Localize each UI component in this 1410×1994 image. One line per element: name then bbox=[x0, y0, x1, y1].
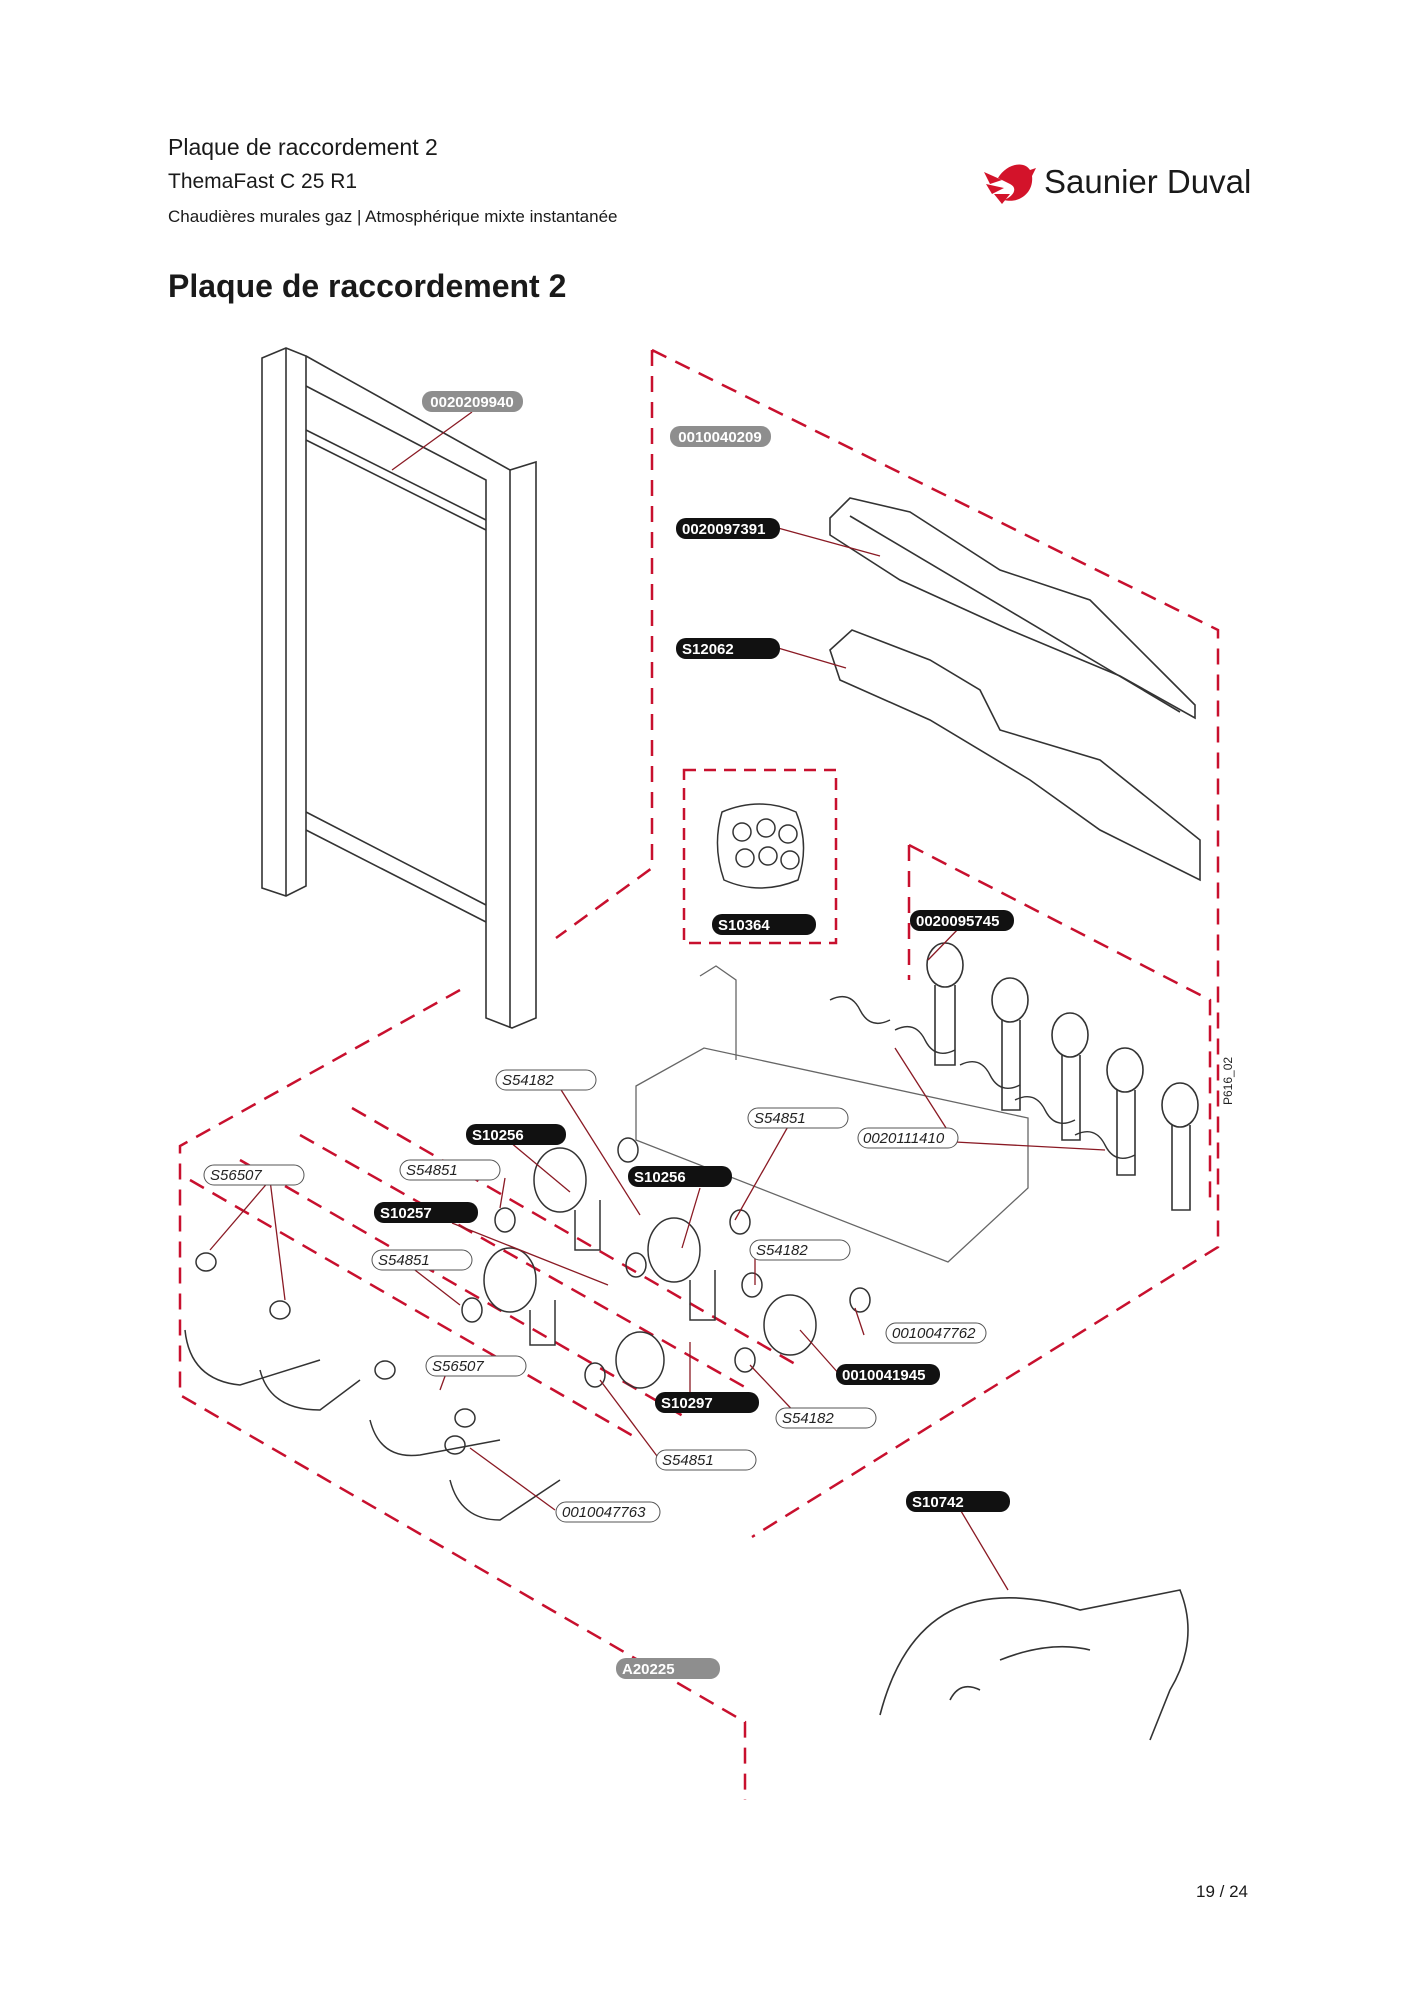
label-0010041945: 0010041945 bbox=[836, 1364, 940, 1385]
svg-text:S54182: S54182 bbox=[502, 1072, 554, 1089]
svg-text:0020097391: 0020097391 bbox=[682, 521, 765, 538]
label-s10256-right: S10256 bbox=[628, 1166, 732, 1187]
svg-text:S10257: S10257 bbox=[380, 1205, 432, 1222]
svg-text:S56507: S56507 bbox=[210, 1167, 262, 1184]
svg-text:0020095745: 0020095745 bbox=[916, 913, 999, 930]
brackets-drawing bbox=[829, 497, 1201, 882]
label-s10364: S10364 bbox=[712, 914, 816, 935]
svg-text:0010047763: 0010047763 bbox=[562, 1504, 646, 1521]
label-s54851-lower: S54851 bbox=[655, 1449, 757, 1471]
svg-text:S10256: S10256 bbox=[634, 1169, 686, 1186]
frame-drawing bbox=[261, 347, 537, 1029]
outline-s10364-box bbox=[682, 768, 838, 945]
label-0010047763: 0010047763 bbox=[555, 1501, 661, 1523]
svg-text:A20225: A20225 bbox=[622, 1661, 675, 1678]
svg-text:0010041945: 0010041945 bbox=[842, 1367, 925, 1384]
bird-logo-icon bbox=[984, 164, 1036, 204]
label-s12062: S12062 bbox=[676, 638, 780, 659]
label-s10742: S10742 bbox=[906, 1491, 1010, 1512]
label-s56507-left: S56507 bbox=[203, 1164, 305, 1186]
label-0020111410: 0020111410 bbox=[857, 1127, 959, 1149]
outline-main bbox=[178, 348, 1220, 1800]
label-a20225: A20225 bbox=[616, 1658, 720, 1679]
label-s10256-left: S10256 bbox=[466, 1124, 566, 1145]
tray-drawing bbox=[635, 965, 1029, 1263]
label-s54851-mid: S54851 bbox=[399, 1159, 501, 1181]
elbows-drawing bbox=[926, 942, 1199, 1211]
svg-text:0010040209: 0010040209 bbox=[678, 429, 761, 446]
label-s54182-mid: S54182 bbox=[749, 1239, 851, 1261]
label-s56507-lower: S56507 bbox=[425, 1355, 527, 1377]
header-line-3: Chaudières murales gaz | Atmosphérique m… bbox=[168, 207, 618, 226]
svg-text:S54182: S54182 bbox=[782, 1410, 834, 1427]
svg-text:S54851: S54851 bbox=[754, 1110, 806, 1127]
svg-text:S10256: S10256 bbox=[472, 1127, 524, 1144]
header-line-1: Plaque de raccordement 2 bbox=[168, 134, 438, 160]
valves-drawing bbox=[184, 1137, 871, 1521]
svg-text:S54182: S54182 bbox=[756, 1242, 808, 1259]
svg-text:0010047762: 0010047762 bbox=[892, 1325, 976, 1342]
svg-text:0020209940: 0020209940 bbox=[430, 394, 513, 411]
part-labels: 0020209940 0010040209 0020097391 S12062 … bbox=[203, 391, 1014, 1679]
svg-text:0020111410: 0020111410 bbox=[863, 1130, 945, 1147]
label-0020097391: 0020097391 bbox=[676, 518, 780, 539]
label-0010047762: 0010047762 bbox=[885, 1322, 987, 1344]
svg-text:S54851: S54851 bbox=[406, 1162, 458, 1179]
svg-text:S10297: S10297 bbox=[661, 1395, 713, 1412]
svg-text:S10742: S10742 bbox=[912, 1494, 964, 1511]
hose-drawing bbox=[879, 1589, 1189, 1741]
diagram-reference: P616_02 bbox=[1221, 1057, 1235, 1105]
label-s10297: S10297 bbox=[655, 1392, 759, 1413]
outline-subbox bbox=[907, 843, 1212, 1200]
gasket-plate-drawing bbox=[716, 803, 805, 889]
leader-lines bbox=[209, 411, 1106, 1591]
label-s54182-lower: S54182 bbox=[775, 1407, 877, 1429]
label-0020095745: 0020095745 bbox=[910, 910, 1014, 931]
svg-text:S56507: S56507 bbox=[432, 1358, 484, 1375]
label-0020209940: 0020209940 bbox=[422, 391, 523, 412]
svg-text:S54851: S54851 bbox=[662, 1452, 714, 1469]
clips-drawing bbox=[829, 996, 1136, 1159]
svg-text:S10364: S10364 bbox=[718, 917, 770, 934]
page-number: 19 / 24 bbox=[1196, 1882, 1248, 1901]
label-s54851-right: S54851 bbox=[747, 1107, 849, 1129]
brand-name: Saunier Duval bbox=[1044, 163, 1252, 200]
svg-text:S54851: S54851 bbox=[378, 1252, 430, 1269]
header-line-2: ThemaFast C 25 R1 bbox=[168, 170, 358, 193]
label-s54851-left: S54851 bbox=[371, 1249, 473, 1271]
label-0010040209: 0010040209 bbox=[670, 426, 771, 447]
label-s54182-top: S54182 bbox=[495, 1069, 597, 1091]
page-title: Plaque de raccordement 2 bbox=[168, 268, 567, 304]
svg-text:S12062: S12062 bbox=[682, 641, 734, 658]
label-s10257: S10257 bbox=[374, 1202, 478, 1223]
